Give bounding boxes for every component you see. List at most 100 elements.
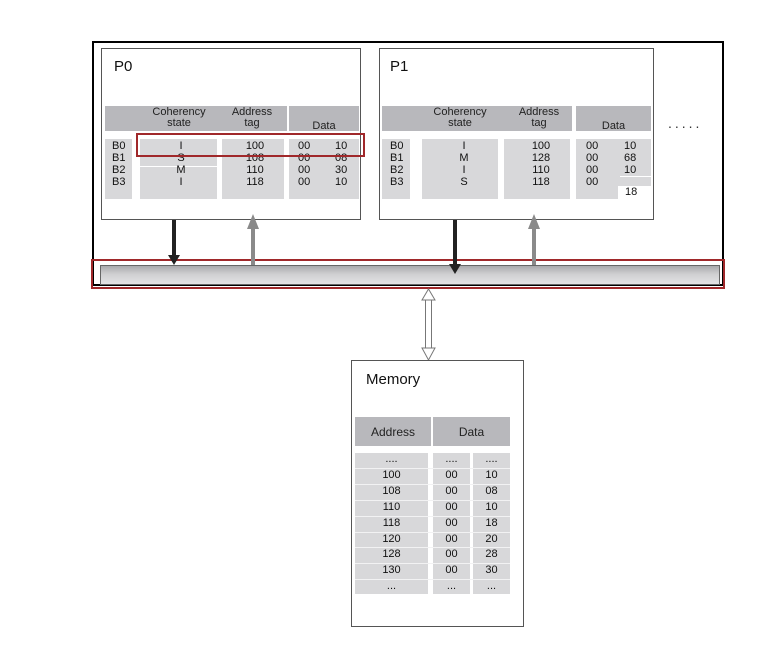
memory-data-lo-cell: 28 xyxy=(485,548,498,560)
memory-data-lo-cell: .... xyxy=(485,453,498,465)
memory-address-cell: 130 xyxy=(382,564,401,576)
memory-row-divider xyxy=(355,516,510,517)
processor-group-frame xyxy=(92,41,724,286)
p0-b3-data-hi: 00 xyxy=(298,176,311,188)
p0-header-state-line2: state xyxy=(167,117,191,129)
memory-row-divider xyxy=(355,579,510,580)
memory-data-hi-cell: 00 xyxy=(445,548,458,560)
p0-b1-state: S xyxy=(177,152,185,164)
p1-rows-bg-tag xyxy=(504,139,570,199)
p0-header-data xyxy=(289,106,359,131)
memory-rows-bg-data-hi xyxy=(433,453,470,594)
memory-data-hi-cell: 00 xyxy=(445,469,458,481)
p1-header-state-line1: Coherency xyxy=(433,106,487,118)
memory-rows-bg-address xyxy=(355,453,428,594)
memory-data-hi-cell: 00 xyxy=(445,564,458,576)
p0-up-arrow xyxy=(247,214,259,265)
p0-rows-bg-block xyxy=(105,139,132,199)
memory-address-cell: 118 xyxy=(382,517,401,529)
p1-b1-block: B1 xyxy=(390,152,404,164)
memory-data-lo-cell: 08 xyxy=(485,485,498,497)
memory-data-lo-cell: 10 xyxy=(485,469,498,481)
processor-p1: P1 Coherency state Address tag Data B0 I… xyxy=(379,48,654,220)
memory-rows-bg-data-lo xyxy=(473,453,510,594)
shared-bus xyxy=(100,265,720,285)
p1-header-tag-line1: Address xyxy=(518,106,560,118)
memory-row-divider xyxy=(355,500,510,501)
p0-b0-state: I xyxy=(179,140,183,152)
p0-b1-data-lo: 08 xyxy=(335,152,348,164)
p0-rows-bg-data xyxy=(289,139,359,199)
memory-row-divider xyxy=(355,532,510,533)
processor-p0-title: P0 xyxy=(114,58,133,75)
memory-data-hi-cell: ... xyxy=(446,580,457,592)
p0-down-arrow xyxy=(168,220,180,265)
memory-data-hi-cell: .... xyxy=(445,453,458,465)
memory-address-cell: 120 xyxy=(382,533,401,545)
bus-memory-arrow xyxy=(421,288,436,362)
p0-b0-data-hi: 00 xyxy=(298,140,311,152)
processor-p1-title: P1 xyxy=(390,58,409,75)
p1-header-tag-line2: tag xyxy=(531,117,547,129)
p1-b1-data-lo: 68 xyxy=(624,152,637,164)
memory-address-cell: 100 xyxy=(382,469,401,481)
memory-header-address-label: Address xyxy=(370,425,416,439)
p1-b3-data-lo-box xyxy=(618,186,651,199)
p0-b2-state: M xyxy=(176,164,186,176)
p1-rows-bg-state xyxy=(422,139,498,199)
p0-header-state-line1: Coherency xyxy=(152,106,206,118)
p0-header-data-label: Data xyxy=(312,120,336,132)
memory-row-divider xyxy=(355,468,510,469)
memory-row-divider xyxy=(355,547,510,548)
memory-data-hi-cell: 00 xyxy=(445,533,458,545)
p0-header-left xyxy=(105,106,287,131)
p1-b3-data-hi: 00 xyxy=(586,176,599,188)
p1-rows-bg-block xyxy=(382,139,410,199)
memory-header-data-label: Data xyxy=(458,425,485,439)
p1-header-left xyxy=(382,106,572,131)
memory-address-cell: 128 xyxy=(382,548,401,560)
p0-b0-data-lo: 10 xyxy=(335,140,348,152)
p0-b1-block: B1 xyxy=(112,152,126,164)
p1-b2-tag: 110 xyxy=(532,164,550,176)
p1-b0-data-hi: 00 xyxy=(586,140,599,152)
highlight-bus xyxy=(91,259,725,289)
memory-data-lo-cell: 30 xyxy=(485,564,498,576)
p0-rows-bg-state xyxy=(140,139,217,199)
p0-b1-tag: 108 xyxy=(245,152,265,164)
p1-header-data xyxy=(576,106,651,131)
p0-b1-data-hi: 00 xyxy=(298,152,311,164)
memory-data-hi-cell: 00 xyxy=(445,501,458,513)
p0-b3-data-lo: 10 xyxy=(335,176,348,188)
p0-b2-data-hi: 00 xyxy=(298,164,311,176)
memory-data-lo-cell: 18 xyxy=(485,517,498,529)
p1-b1-tag: 128 xyxy=(531,152,551,164)
memory-address-cell: ... xyxy=(386,580,397,592)
p1-b0-state: I xyxy=(462,140,466,152)
p1-header-state-line2: state xyxy=(448,117,472,129)
p1-b2-block: B2 xyxy=(390,164,404,176)
memory-row-divider xyxy=(355,484,510,485)
p0-b2-block: B2 xyxy=(112,164,126,176)
memory-header-data xyxy=(433,417,510,446)
more-processors-ellipsis: ..... xyxy=(668,115,703,131)
memory-data-lo-cell: 20 xyxy=(485,533,498,545)
p1-b0-tag: 100 xyxy=(531,140,551,152)
memory-data-lo-cell: ... xyxy=(486,580,497,592)
p1-b2-data-hi: 00 xyxy=(586,164,599,176)
p1-b3-tag: 118 xyxy=(532,176,550,188)
p0-header-tag-line1: Address xyxy=(231,106,273,118)
p0-b3-tag: 118 xyxy=(246,176,264,188)
p1-b2-data-lo: 10 xyxy=(624,164,637,176)
memory-data-hi-cell: 00 xyxy=(445,517,458,529)
p0-b3-state: I xyxy=(179,176,183,188)
memory-row-divider xyxy=(355,563,510,564)
p1-header-data-label: Data xyxy=(601,120,626,132)
p1-b1-data-hi: 00 xyxy=(586,152,599,164)
p0-row-divider xyxy=(140,166,220,167)
memory-data-lo-cell: 10 xyxy=(485,501,498,513)
p1-b0-data-lo: 10 xyxy=(624,140,637,152)
p1-down-arrow xyxy=(449,220,461,274)
